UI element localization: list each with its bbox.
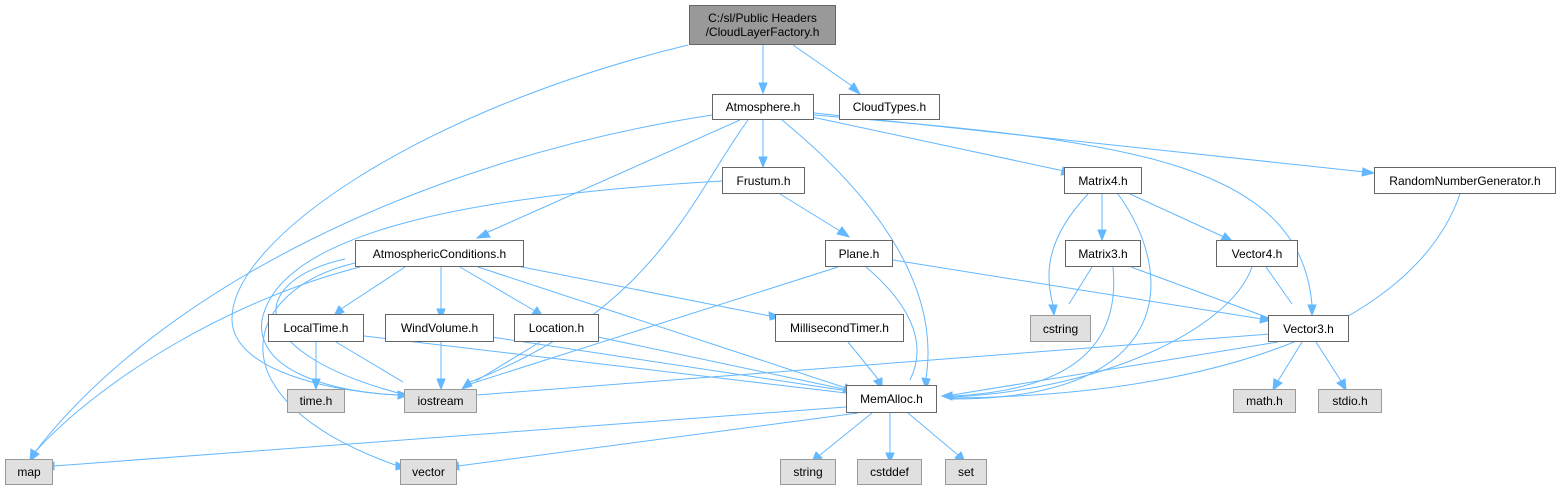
edge-atmosphere-matrix4: [811, 116, 1065, 172]
edge-atmosphere-rng: [813, 112, 1366, 173]
node-set: set: [945, 459, 987, 485]
edge-vector3-iostream: [476, 333, 1271, 396]
edge-atmosphere-memalloc: [781, 119, 929, 379]
node-matrix4[interactable]: Matrix4.h: [1064, 167, 1142, 194]
arrowhead-cloudtypes: [848, 82, 862, 96]
edge-localtime-iostream: [335, 341, 404, 383]
arrowhead-plane: [836, 226, 851, 238]
arrowhead-atmcond: [475, 229, 491, 239]
node-map: map: [5, 459, 53, 485]
arrowhead-map-b: [29, 448, 40, 463]
node-cloudtypes[interactable]: CloudTypes.h: [839, 94, 940, 120]
edge-frustum-plane: [779, 193, 841, 232]
arrowhead-mathh: [1272, 378, 1283, 392]
edge-vector3-mathh: [1277, 341, 1303, 382]
edge-vector3-memalloc: [951, 341, 1279, 396]
node-time-h: time.h: [287, 389, 345, 413]
edge-atmcond-mstimer: [511, 264, 771, 317]
arrowhead-memalloc-d: [940, 391, 953, 401]
edge-atmosphere-vector3: [813, 114, 1313, 306]
edge-atmosphere-iostream: [469, 119, 749, 383]
node-root-line1: C:/sl/Public Headers: [708, 11, 817, 25]
node-cstring: cstring: [1030, 315, 1091, 342]
node-vector4[interactable]: Vector4.h: [1216, 240, 1298, 267]
arrowhead-matrix3: [1097, 229, 1107, 242]
node-stdio-h: stdio.h: [1318, 389, 1382, 413]
edge-location-memalloc: [597, 336, 849, 391]
node-plane[interactable]: Plane.h: [825, 240, 893, 267]
edge-plane-memalloc: [865, 266, 918, 381]
edge-memalloc-vector: [457, 412, 859, 467]
edge-memalloc-set: [907, 412, 959, 456]
edge-atmcond-localtime: [340, 266, 406, 310]
edge-localtime-memalloc: [363, 335, 847, 394]
node-atmosphere[interactable]: Atmosphere.h: [712, 94, 814, 120]
edge-matrix3-cstring: [1068, 266, 1093, 305]
node-atmospheric-conditions[interactable]: AtmosphericConditions.h: [355, 240, 524, 267]
edge-root-iostream: [231, 44, 689, 396]
edge-rng-memalloc: [951, 193, 1461, 399]
node-root-cloudlayerfactory: C:/sl/Public Headers /CloudLayerFactory.…: [689, 5, 836, 45]
edge-atmcond-memalloc: [477, 266, 847, 389]
edge-atmosphere-atmcond: [485, 119, 741, 234]
node-iostream: iostream: [404, 389, 477, 413]
node-vector3[interactable]: Vector3.h: [1268, 315, 1349, 342]
edge-mstimer-memalloc: [847, 341, 879, 380]
arrowhead-timeh: [311, 378, 321, 391]
edge-root-cloudtypes: [792, 44, 853, 87]
node-location[interactable]: Location.h: [514, 314, 599, 342]
edge-atmcond-vector: [262, 262, 399, 467]
node-millisecond-timer[interactable]: MillisecondTimer.h: [775, 314, 904, 342]
edge-windvolume-memalloc: [484, 335, 849, 392]
arrowhead-memalloc-c: [921, 377, 931, 391]
edge-plane-iostream: [469, 266, 839, 385]
node-memalloc[interactable]: MemAlloc.h: [846, 385, 937, 413]
node-string: string: [780, 459, 836, 485]
node-random-number-generator[interactable]: RandomNumberGenerator.h: [1374, 167, 1556, 194]
edge-atmcond-map: [34, 266, 361, 453]
edge-vector3-stdioh: [1315, 341, 1342, 382]
arrowhead-atmosphere: [758, 82, 768, 95]
node-math-h: math.h: [1233, 389, 1296, 413]
node-root-line2: /CloudLayerFactory.h: [705, 25, 820, 39]
arrowhead-rng: [1361, 167, 1376, 177]
arrowhead-cstring: [1048, 304, 1058, 317]
arrowhead-stdioh: [1336, 378, 1347, 392]
edge-matrix3-memalloc: [951, 266, 1115, 397]
edge-matrix4-cstring: [1048, 193, 1089, 306]
edge-vector4-memalloc: [951, 266, 1253, 398]
arrowhead-iostream-c: [460, 378, 473, 390]
edge-frustum-iostream: [261, 180, 723, 396]
edge-atmosphere-map: [34, 114, 713, 453]
arrowhead-iostream-b: [436, 378, 446, 391]
node-windvolume[interactable]: WindVolume.h: [385, 314, 494, 342]
node-localtime[interactable]: LocalTime.h: [268, 314, 364, 342]
arrowhead-cstddef: [885, 452, 895, 465]
edge-memalloc-map: [53, 406, 847, 467]
arrowhead-vector3-a: [1307, 304, 1317, 317]
arrowhead-frustum: [758, 156, 768, 169]
edge-matrix4-vector4: [1129, 193, 1225, 238]
node-matrix3[interactable]: Matrix3.h: [1065, 240, 1141, 267]
node-cstddef: cstddef: [857, 459, 922, 485]
arrowhead-vector3-b: [1259, 314, 1273, 324]
edge-atmcond-location: [459, 266, 536, 312]
node-frustum[interactable]: Frustum.h: [722, 167, 805, 194]
edge-matrix4-memalloc: [949, 193, 1152, 400]
arrowhead-iostream-a: [397, 390, 410, 400]
edge-matrix3-vector3: [1130, 266, 1270, 319]
node-vector: vector: [400, 459, 457, 485]
edge-location-iostream: [475, 341, 541, 382]
edge-vector4-vector3: [1265, 266, 1293, 305]
edge-memalloc-string: [819, 412, 873, 456]
